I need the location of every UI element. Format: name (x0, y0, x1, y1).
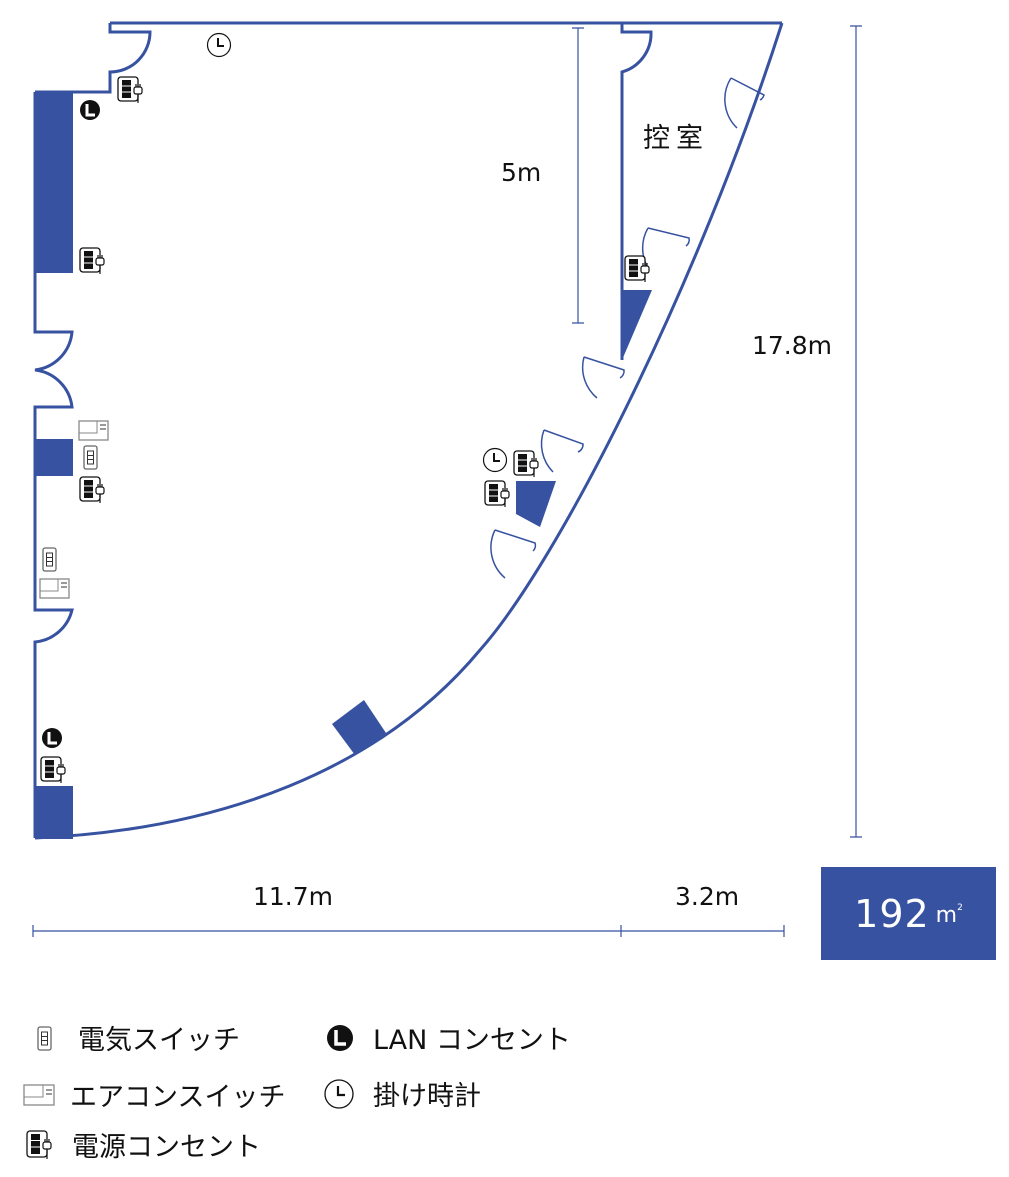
room-label-control-room: 控室 (643, 123, 709, 154)
door-swings (490, 77, 765, 579)
power-outlet-icon (79, 247, 105, 275)
dimension-main-width: 11.7m (253, 882, 334, 911)
power-outlet-icon (484, 480, 510, 508)
legend-item-ac-switch: エアコンスイッチ (22, 1075, 285, 1114)
legend-label: エアコンスイッチ (70, 1082, 286, 1113)
legend-label: LAN コンセント (373, 1025, 571, 1056)
lan-outlet-icon (327, 1024, 353, 1051)
power-outlet-icon (513, 450, 539, 478)
ac-switch-icon (39, 578, 70, 599)
wall-clock-icon (324, 1078, 354, 1109)
light-switch-icon (83, 445, 98, 470)
legend-label: 掛け時計 (373, 1081, 481, 1112)
lan-outlet-icon (78, 98, 102, 122)
dimension-inner-height: 5m (501, 158, 542, 187)
wall-clock-icon (482, 447, 508, 473)
power-outlet-icon (79, 476, 105, 504)
floor-plan (32, 21, 862, 937)
light-switch-icon (37, 1025, 52, 1051)
dimension-total-height: 17.8m (752, 331, 833, 360)
area-value: 192 (854, 891, 930, 936)
dimension-side-width: 3.2m (675, 882, 740, 911)
walls (33, 21, 784, 840)
legend-label: 電源コンセント (72, 1132, 261, 1163)
legend-item-lan-outlet: LAN コンセント (325, 1018, 571, 1057)
legend-item-light-switch: 電気スイッチ (30, 1018, 240, 1057)
legend-item-power-outlet: 電源コンセント (24, 1125, 261, 1164)
area-badge: 192 m2 (821, 867, 996, 960)
lan-outlet-icon (40, 726, 64, 750)
area-unit: m2 (935, 902, 963, 928)
ac-switch-icon (23, 1083, 55, 1106)
legend-label: 電気スイッチ (78, 1025, 240, 1056)
legend-item-wall-clock: 掛け時計 (323, 1074, 481, 1113)
power-outlet-icon (40, 756, 66, 784)
dimension-lines (32, 25, 862, 937)
light-switch-icon (42, 547, 57, 572)
columns (35, 92, 652, 839)
ac-switch-icon (78, 420, 109, 441)
power-outlet-icon (26, 1129, 52, 1159)
power-outlet-icon (624, 255, 650, 283)
power-outlet-icon (117, 76, 143, 104)
wall-clock-icon (206, 32, 232, 58)
